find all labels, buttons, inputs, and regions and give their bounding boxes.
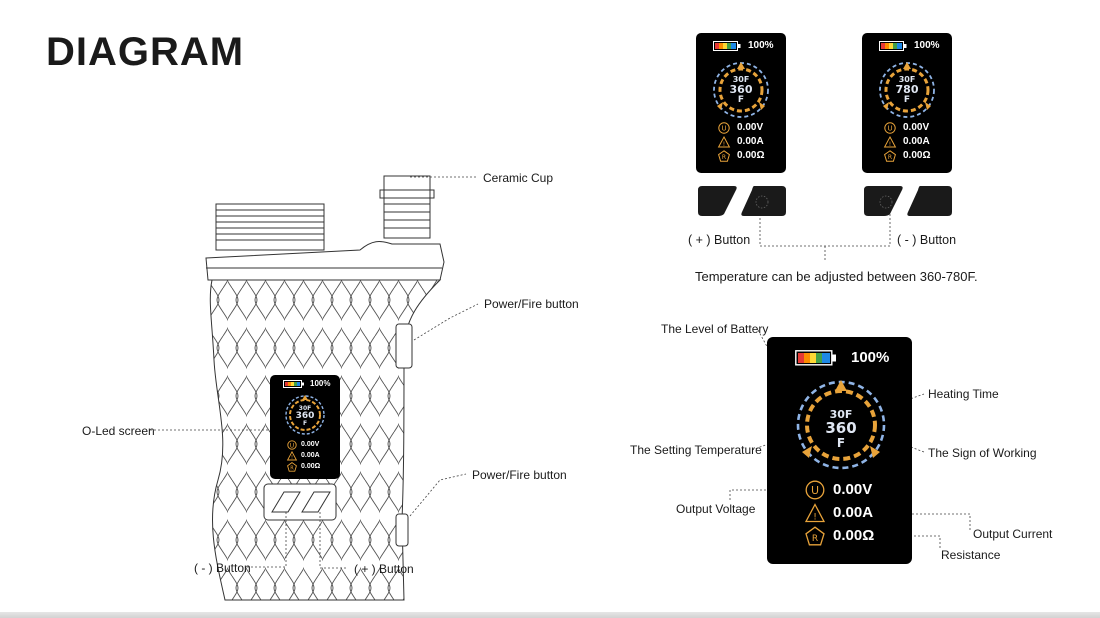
left-battery-percent: 100%: [748, 40, 774, 51]
right-current: 0.00A: [903, 136, 930, 147]
device-voltage-icon: U: [287, 440, 297, 450]
svg-text:U: U: [721, 125, 726, 133]
device-battery-icon: [283, 380, 304, 388]
large-dial: [796, 380, 886, 470]
minus-button-label: ( - ) Button: [194, 561, 251, 575]
oled-screen-label: O-Led screen: [82, 424, 155, 438]
power-fire-button-top-label: Power/Fire button: [484, 297, 579, 311]
svg-text:U: U: [290, 442, 294, 449]
large-resistance-icon: R: [805, 526, 825, 546]
page-title: DIAGRAM: [46, 30, 245, 74]
left-dial: [713, 62, 769, 118]
device-resistance: 0.00Ω: [301, 463, 321, 470]
plus-button-label: ( + ) Button: [354, 562, 414, 576]
device-current: 0.00A: [301, 452, 320, 459]
top-minus-button-label: ( - ) Button: [897, 233, 957, 247]
right-heating-time: 30F: [898, 75, 916, 84]
right-voltage-icon: U: [884, 122, 896, 134]
temperature-range-note: Temperature can be adjusted between 360-…: [695, 269, 978, 284]
large-voltage: 0.00V: [833, 481, 873, 498]
large-set-temperature: 360: [825, 419, 857, 437]
power-fire-button-bottom-label: Power/Fire button: [472, 468, 567, 482]
device-resistance-icon: R: [287, 462, 297, 472]
device-set-temperature: 360: [295, 411, 315, 421]
large-screen: [767, 337, 912, 564]
device-dial: [285, 395, 325, 435]
right-temp-unit: F: [903, 95, 911, 105]
device-current-icon: !: [286, 450, 298, 461]
svg-text:R: R: [888, 154, 892, 161]
svg-text:!: !: [889, 141, 891, 148]
sign-of-working-label: The Sign of Working: [928, 446, 1037, 460]
large-current: 0.00A: [833, 504, 874, 521]
large-temp-unit: F: [836, 436, 846, 450]
left-screen: [696, 33, 786, 173]
left-voltage: 0.00V: [737, 122, 764, 133]
heating-time-label: Heating Time: [928, 387, 999, 401]
left-voltage-icon: U: [718, 122, 730, 134]
level-of-battery-label: The Level of Battery: [661, 322, 769, 336]
svg-text:R: R: [290, 466, 294, 472]
left-battery-icon: [713, 41, 741, 51]
setting-temperature-label: The Setting Temperature: [630, 443, 762, 457]
large-battery-percent: 100%: [851, 349, 890, 366]
right-set-temperature: 780: [895, 83, 919, 96]
right-screen: [862, 33, 952, 173]
resistance-label: Resistance: [941, 548, 1001, 562]
right-button-pair: [864, 186, 952, 216]
large-voltage-icon: U: [805, 480, 825, 500]
left-current: 0.00A: [737, 136, 764, 147]
left-current-icon: !: [717, 135, 731, 148]
large-heating-time: 30F: [829, 408, 853, 421]
right-battery-icon: [879, 41, 907, 51]
svg-text:!: !: [723, 141, 725, 148]
right-battery-percent: 100%: [914, 40, 940, 51]
large-current-icon: !: [804, 503, 826, 523]
svg-text:R: R: [722, 154, 726, 161]
svg-text:R: R: [812, 534, 818, 544]
svg-text:!: !: [291, 455, 293, 461]
footer-bar: [0, 612, 1100, 618]
ceramic-cup-label: Ceramic Cup: [483, 171, 554, 185]
left-button-pair: [698, 186, 786, 216]
output-voltage-label: Output Voltage: [676, 502, 756, 516]
left-heating-time: 30F: [732, 75, 750, 84]
device-temp-unit: F: [302, 420, 308, 427]
right-current-icon: !: [883, 135, 897, 148]
device-screen: [270, 375, 340, 479]
output-current-label: Output Current: [973, 527, 1053, 541]
left-resistance-icon: R: [718, 150, 730, 162]
svg-text:!: !: [813, 513, 817, 523]
svg-text:U: U: [811, 484, 819, 497]
right-dial: [879, 62, 935, 118]
right-voltage: 0.00V: [903, 122, 930, 133]
device-battery-percent: 100%: [310, 379, 331, 388]
right-resistance-icon: R: [884, 150, 896, 162]
large-resistance: 0.00Ω: [833, 527, 875, 544]
left-resistance: 0.00Ω: [737, 150, 765, 161]
left-temp-unit: F: [737, 95, 745, 105]
device-voltage: 0.00V: [301, 441, 320, 448]
device-heating-time: 30F: [298, 405, 312, 412]
large-battery-icon: [795, 350, 836, 366]
svg-text:U: U: [887, 125, 892, 133]
right-resistance: 0.00Ω: [903, 150, 931, 161]
left-set-temperature: 360: [729, 83, 753, 96]
top-plus-button-label: ( + ) Button: [688, 233, 751, 247]
